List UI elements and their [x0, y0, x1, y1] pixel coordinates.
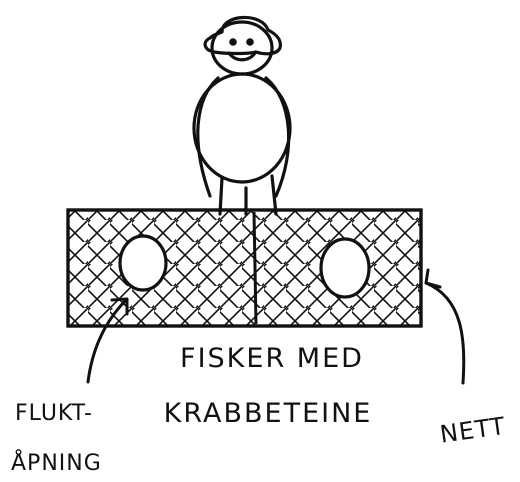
net-label: NETT [438, 412, 507, 449]
right-eye [246, 38, 254, 46]
escape-label-line-1: FLUKT- [15, 401, 93, 426]
title-line-1: FISKER MED [180, 343, 364, 374]
fisherman-figure [192, 15, 292, 216]
smile [227, 51, 257, 62]
escape-arrow [86, 297, 129, 384]
left-arm [196, 76, 220, 198]
net-arrow [424, 268, 466, 385]
escape-opening-right [319, 237, 371, 299]
pot-divider [252, 211, 258, 325]
right-leg [270, 174, 278, 216]
escape-label-line-2: ÅPNING [11, 449, 102, 476]
head [210, 20, 274, 76]
title-line-2: KRABBETEINE [164, 398, 373, 429]
crab-pot-frame [66, 208, 423, 328]
torso [192, 72, 292, 184]
left-leg [218, 176, 224, 216]
left-eye [229, 38, 237, 46]
crab-pot [66, 208, 423, 328]
right-arm [264, 76, 291, 198]
escape-opening-left [118, 234, 168, 292]
